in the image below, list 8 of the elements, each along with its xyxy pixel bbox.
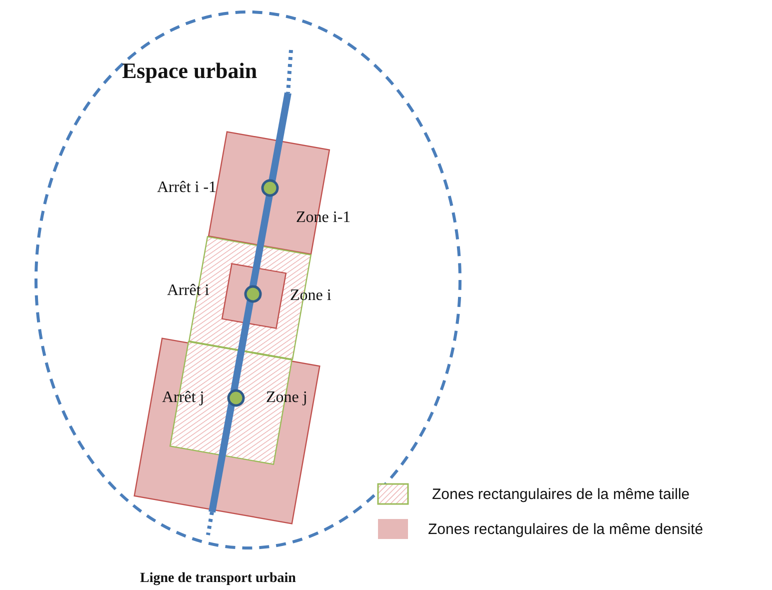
zone-label: Zone i-1 [296,210,351,226]
caption: Ligne de transport urbain [140,572,296,586]
zone-label: Zone j [266,390,308,406]
stop-label: Arrêt j [162,390,204,406]
legend-label: Zones rectangulaires de la même densité [428,522,704,537]
stop-label: Arrêt i -1 [157,180,217,196]
legend-label: Zones rectangulaires de la même taille [432,487,690,502]
title: Espace urbain [122,60,258,82]
